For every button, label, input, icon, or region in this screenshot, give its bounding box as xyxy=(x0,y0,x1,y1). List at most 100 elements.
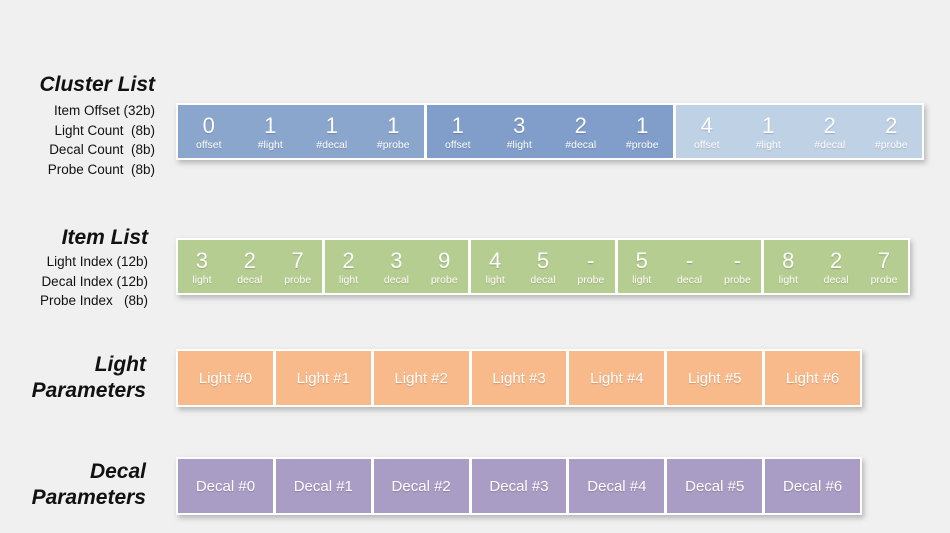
item-list-title: Item List xyxy=(61,226,148,249)
decal-parameters-title-line1: Decal xyxy=(89,460,146,483)
item-subcell: -decal xyxy=(666,240,714,293)
cell-value: 7 xyxy=(877,248,891,273)
cell-value: 0 xyxy=(202,113,215,138)
cell-label: decal xyxy=(530,274,556,286)
light-cell: Light #2 xyxy=(373,351,469,405)
cell-label: light xyxy=(485,274,505,286)
cell-label: decal xyxy=(383,274,409,286)
cell-value: - xyxy=(587,248,595,273)
cluster-cell: 1#light xyxy=(738,105,800,158)
item-subcell: -probe xyxy=(567,240,615,293)
field-line: Probe Count (8b) xyxy=(47,161,155,177)
light-cell: Light #0 xyxy=(178,351,273,405)
cluster-list-title: Cluster List xyxy=(39,73,155,96)
cluster-cell: 2#decal xyxy=(550,105,612,158)
cell-label: offset xyxy=(196,139,222,151)
cell-label: #light xyxy=(506,139,532,151)
cell-value: 4 xyxy=(488,248,502,273)
cell-label: light xyxy=(192,274,212,286)
cell-label: #decal xyxy=(814,139,846,151)
light-cell: Light #5 xyxy=(667,351,763,405)
cell-value: 5 xyxy=(536,248,550,273)
item-list-fields: Light Index (12b)Decal Index (12b)Probe … xyxy=(0,252,148,311)
decal-cell: Decal #4 xyxy=(569,459,665,513)
cell-value: 1 xyxy=(264,113,277,138)
decal-cell: Decal #0 xyxy=(178,459,273,513)
cell-value: 4 xyxy=(700,113,713,138)
cell-value: 9 xyxy=(438,248,451,273)
cell-label: light xyxy=(632,274,652,286)
cell-value: - xyxy=(685,248,694,273)
cell-value: 2 xyxy=(243,248,256,273)
cell-value: 1 xyxy=(636,113,649,138)
item-subcell: -probe xyxy=(714,240,762,293)
light-cell: Light #1 xyxy=(275,351,371,405)
cell-label: probe xyxy=(430,274,458,286)
cell-label: #probe xyxy=(625,139,659,151)
cell-label: decal xyxy=(677,274,703,286)
cell-label: probe xyxy=(724,274,751,286)
cluster-cell: 1#probe xyxy=(363,105,425,158)
cell-label: light xyxy=(778,274,798,286)
cell-label: probe xyxy=(870,274,898,286)
cell-value: 7 xyxy=(291,248,304,273)
cell-value: 1 xyxy=(451,113,464,138)
cell-label: probe xyxy=(284,274,312,286)
light-cell: Light #3 xyxy=(471,351,567,405)
cell-label: probe xyxy=(577,274,605,286)
cell-label: #decal xyxy=(565,139,597,151)
cell-value: 2 xyxy=(342,248,355,273)
decal-parameters-title: Decal Parameters xyxy=(0,459,146,511)
field-line: Light Count (8b) xyxy=(54,122,155,138)
field-line: Decal Count (8b) xyxy=(49,142,155,157)
cluster-cell: 1#decal xyxy=(301,105,363,158)
cell-value: 2 xyxy=(574,113,587,138)
light-parameters-title: Light Parameters xyxy=(0,352,146,404)
cluster-cell: 1#probe xyxy=(612,105,674,158)
cell-label: offset xyxy=(445,139,471,151)
cluster-cell: 2#decal xyxy=(799,105,861,158)
cell-label: #light xyxy=(257,139,283,151)
cell-value: 2 xyxy=(830,248,843,273)
cell-value: 1 xyxy=(325,113,338,138)
cell-value: 3 xyxy=(195,248,209,273)
field-line: Light Index (12b) xyxy=(46,254,148,269)
cluster-cell: 2#probe xyxy=(861,105,923,158)
cell-value: 8 xyxy=(782,248,795,273)
cell-label: #decal xyxy=(316,139,348,151)
cell-label: light xyxy=(338,274,359,286)
field-line: Probe Index (8b) xyxy=(39,293,148,308)
cell-value: 1 xyxy=(387,113,400,138)
cell-label: #probe xyxy=(376,139,410,151)
cell-value: - xyxy=(733,248,742,273)
decal-cell: Decal #1 xyxy=(275,459,371,513)
cell-value: 1 xyxy=(762,113,775,138)
cell-label: #light xyxy=(755,139,781,151)
light-cell: Light #6 xyxy=(765,351,861,405)
decal-cell: Decal #3 xyxy=(471,459,567,513)
